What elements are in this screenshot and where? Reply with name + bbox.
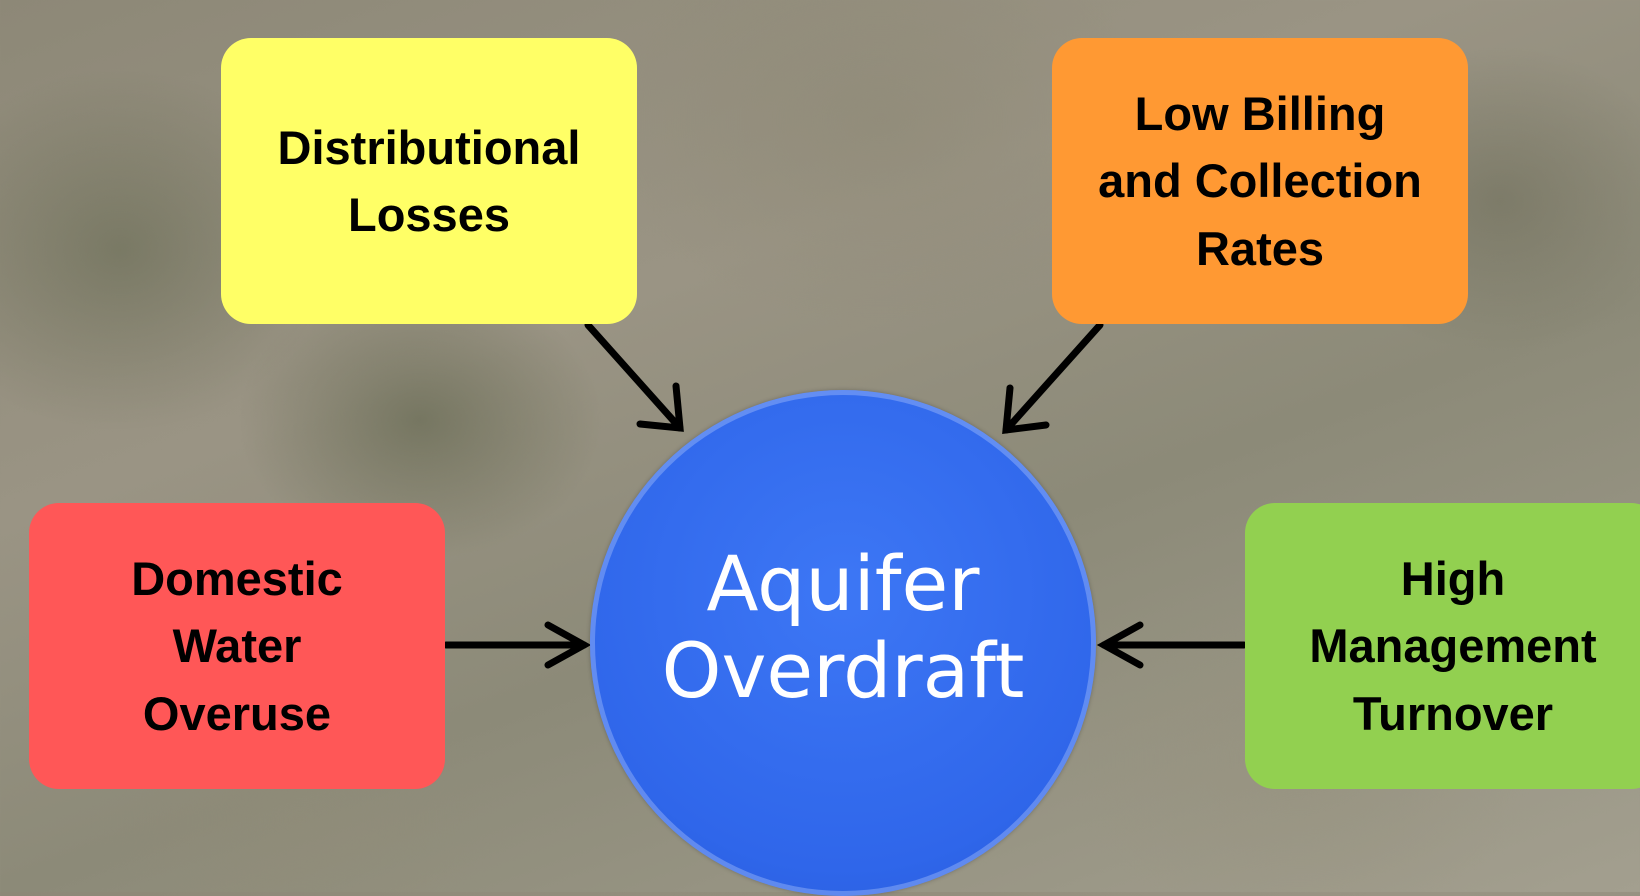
arrow-billing-to-center <box>1002 321 1104 435</box>
arrow-management-to-center <box>1096 621 1248 669</box>
arrow-domestic-to-center <box>442 621 592 669</box>
cause-box-low-billing-rates: Low Billing and Collection Rates <box>1052 38 1468 324</box>
cause-box-distributional-losses: Distributional Losses <box>221 38 637 324</box>
arrow-distributional-to-center <box>584 321 684 432</box>
center-node-circle <box>590 390 1096 896</box>
center-node-label: Aquifer Overdraft <box>661 539 1025 716</box>
cause-box-high-management-turnover: High Management Turnover <box>1245 503 1640 789</box>
cause-box-domestic-water-overuse: Domestic Water Overuse <box>29 503 445 789</box>
